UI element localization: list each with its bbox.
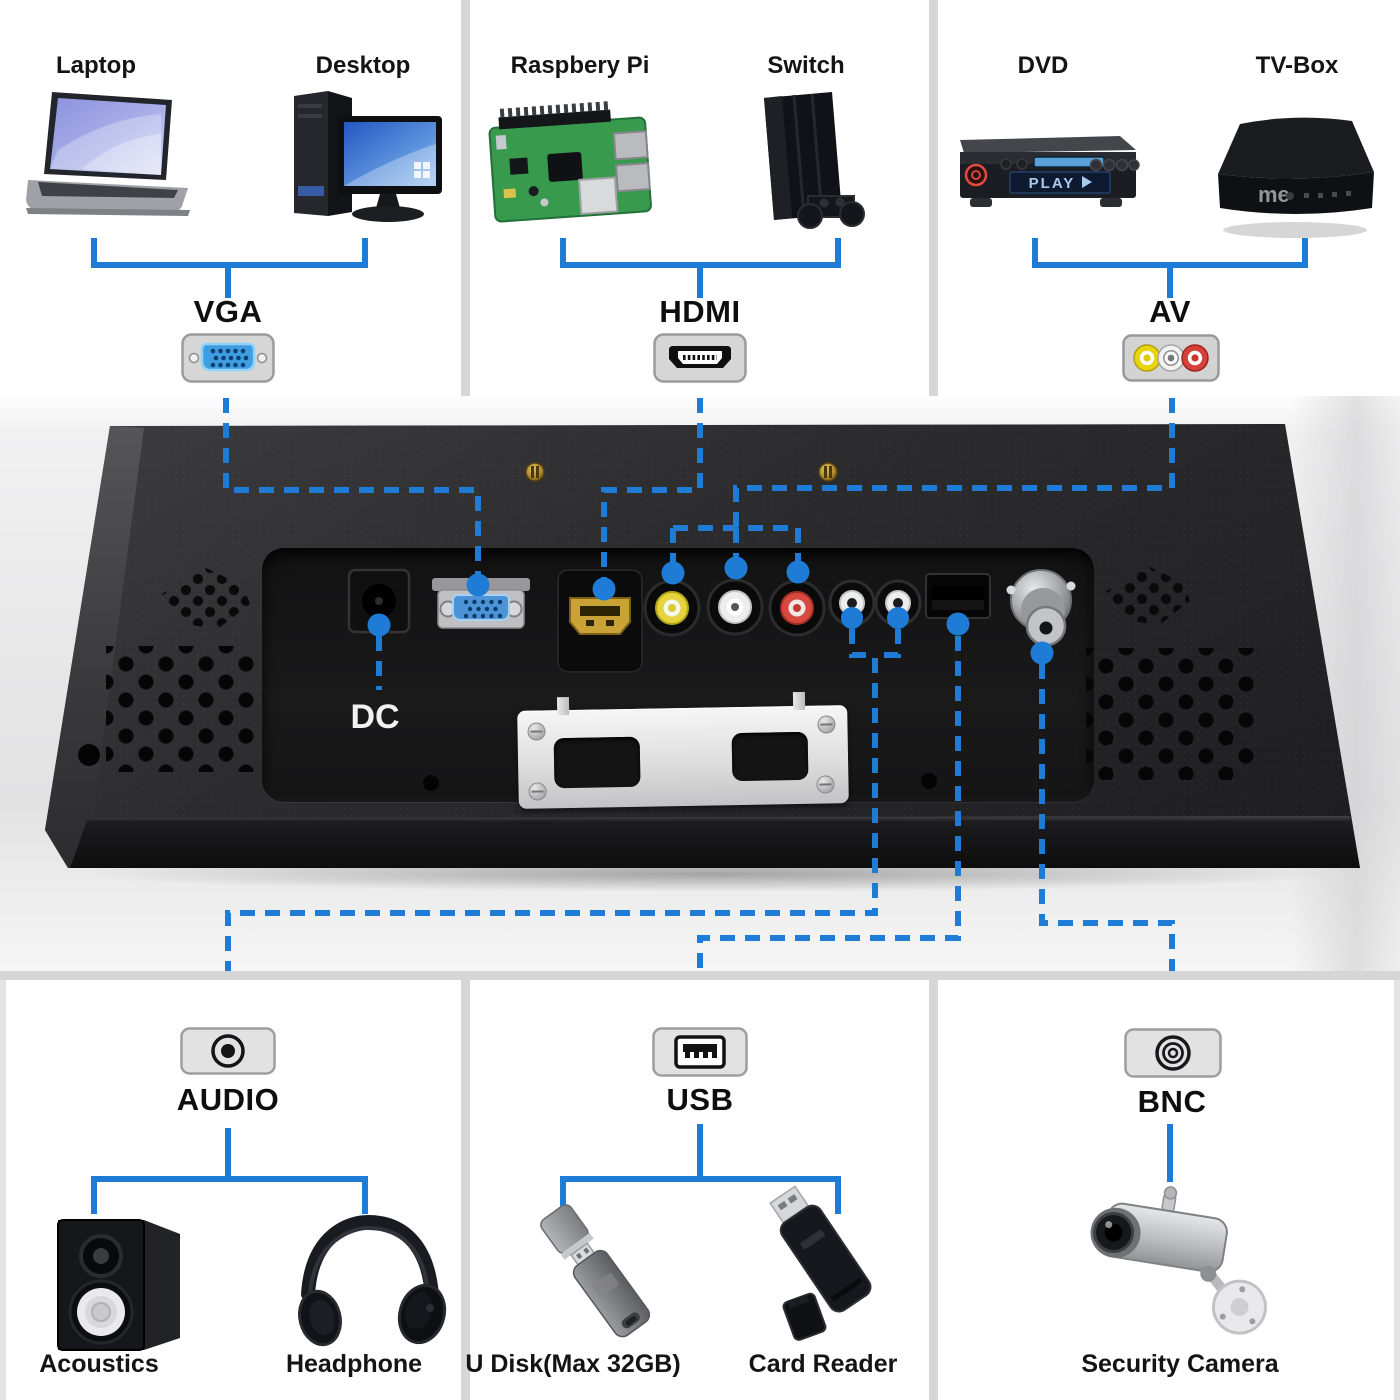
device-label-headphone: Headphone [285, 1350, 423, 1378]
bracket-segment [560, 1176, 841, 1182]
av-rca-icon [1122, 334, 1220, 382]
column-divider [929, 980, 938, 1400]
device-label-security-camera: Security Camera [1081, 1350, 1279, 1378]
connection-dot [592, 577, 616, 601]
panel-edge [1394, 980, 1400, 1400]
panel-edge [0, 980, 6, 1400]
audio-connection-line [225, 658, 878, 978]
av-white-rca [706, 578, 764, 636]
top-section: Laptop Desktop Raspbery Pi Switch DVD TV… [0, 0, 1400, 396]
port-label-usb: USB [666, 1082, 734, 1117]
raspberry-pi-image [488, 101, 652, 223]
connection-dot [661, 561, 685, 585]
device-label-raspberry-pi: Raspbery Pi [510, 52, 650, 79]
case-hole [921, 773, 937, 789]
connection-dot [1030, 641, 1054, 665]
column-divider [461, 0, 470, 396]
connection-dot [466, 573, 490, 597]
speaker-grille-right [1086, 648, 1258, 780]
port-label-hdmi: HDMI [659, 294, 741, 329]
chassis-screw [525, 462, 545, 482]
column-divider [461, 980, 470, 1400]
headphone-image [298, 1214, 447, 1347]
device-label-laptop: Laptop [56, 52, 136, 79]
connection-dot [946, 612, 970, 636]
dvd-display-text: PLAY [1029, 175, 1076, 192]
desktop-image [294, 91, 442, 222]
device-label-dvd: DVD [1017, 52, 1069, 79]
dc-port-label: DC [350, 698, 400, 736]
bnc-connector [1006, 569, 1076, 647]
device-label-tv-box: TV-Box [1255, 52, 1339, 79]
bracket-segment [1167, 262, 1173, 298]
vga-port [432, 578, 530, 629]
dc-jack [347, 568, 411, 634]
case-hole [423, 775, 439, 791]
audio-connection-line [881, 629, 901, 658]
speaker-grille-left [106, 646, 258, 772]
bracket-segment [91, 1176, 368, 1182]
port-label-av: AV [1149, 294, 1191, 329]
vga-connection-line [223, 398, 481, 576]
connection-lines-overlay [223, 398, 1175, 978]
section-divider [0, 971, 1400, 980]
device-label-card-reader: Card Reader [748, 1350, 898, 1378]
connection-dot [887, 607, 909, 629]
speaker-image [57, 1219, 180, 1351]
bracket-segment [1032, 238, 1038, 268]
connection-dot [367, 613, 391, 637]
chassis-screw [818, 462, 838, 482]
bracket-segment [835, 238, 841, 268]
bracket-segment [560, 1176, 566, 1214]
ports-row [347, 568, 1076, 673]
monitor-bottom-rim [70, 816, 1360, 868]
vga-connector-icon [181, 333, 275, 383]
av-red-rca [768, 579, 826, 637]
bracket-segment [1167, 1124, 1173, 1182]
hdmi-port [557, 569, 643, 673]
game-console-image [764, 92, 865, 229]
av-connection-line [733, 398, 1175, 528]
port-label-bnc: BNC [1137, 1084, 1207, 1119]
device-label-desktop: Desktop [315, 52, 411, 79]
bracket-segment [697, 1124, 703, 1180]
device-label-acoustics: Acoustics [39, 1350, 159, 1378]
port-label-audio: AUDIO [176, 1082, 280, 1117]
column-divider [929, 0, 938, 396]
connection-dot [786, 560, 810, 584]
audio-connection-line [849, 629, 869, 658]
tvbox-logo-text: me [1258, 182, 1290, 207]
bnc-connection-line [1039, 664, 1175, 978]
device-label-u-disk: U Disk(Max 32GB) [465, 1350, 681, 1378]
card-reader-image [769, 1185, 872, 1341]
case-hole [78, 744, 100, 766]
connection-dot [841, 607, 863, 629]
bracket-segment [362, 238, 368, 268]
bracket-segment [91, 1176, 97, 1214]
device-label-switch: Switch [767, 52, 845, 79]
bracket-segment [225, 262, 231, 298]
bracket-segment [560, 238, 566, 268]
bracket-segment [697, 262, 703, 298]
bnc-connector-icon [1124, 1028, 1222, 1078]
bracket-segment [835, 1176, 841, 1214]
bracket-segment [362, 1176, 368, 1214]
laptop-image [26, 92, 190, 216]
hdmi-connection-line [601, 398, 703, 582]
av-yellow-rca [643, 579, 701, 637]
connection-dot [724, 556, 748, 580]
tv-box-image: me [1218, 117, 1374, 238]
bracket-segment [225, 1128, 231, 1180]
usb-flash-drive-image [540, 1204, 651, 1338]
usb-port [925, 573, 991, 619]
bracket-segment [1302, 238, 1308, 268]
usb-connection-line [697, 636, 961, 978]
port-label-vga: VGA [193, 294, 263, 329]
security-camera-image [1090, 1186, 1267, 1335]
hdmi-connector-icon [653, 333, 747, 383]
audio-jack-icon [180, 1027, 276, 1075]
bracket-segment [91, 238, 97, 268]
usb-port-icon [652, 1027, 748, 1077]
dvd-player-image: PLAY [960, 136, 1140, 207]
